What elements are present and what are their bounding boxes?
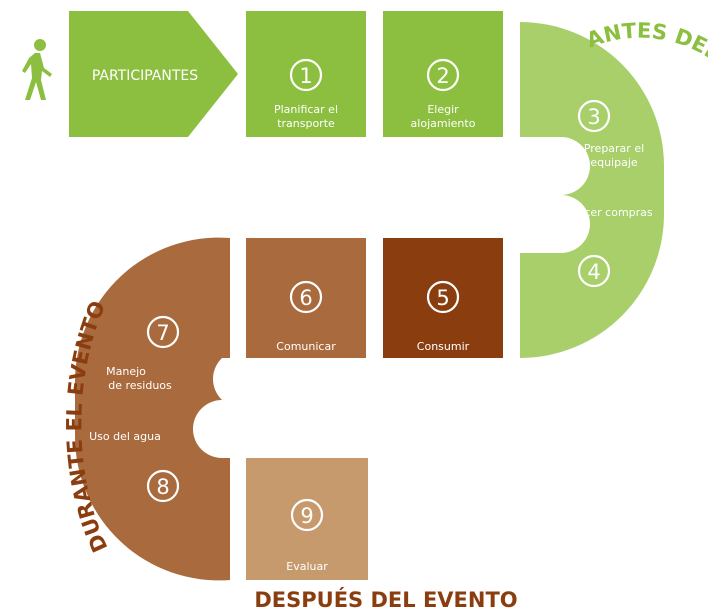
step-3-box[interactable] — [520, 22, 664, 195]
step-4-number-icon: 4 — [577, 254, 611, 288]
step-6-label-line-1: Comunicar — [276, 340, 336, 353]
step-8-box[interactable] — [74, 400, 230, 581]
step-3-number-icon: 3 — [577, 99, 611, 133]
step-3-label-line-2: equipaje — [590, 156, 638, 169]
step-2-box[interactable] — [383, 11, 503, 137]
step-5-label-line-1: Consumir — [417, 340, 470, 353]
step-4-number: 4 — [587, 260, 600, 284]
step-1-label-line-1: Planificar el — [274, 103, 338, 116]
step-2-label-line-2: alojamiento — [411, 117, 476, 130]
step-1-number: 1 — [299, 64, 312, 88]
step-7-box[interactable] — [74, 237, 230, 400]
step-2-label-line-1: Elegir — [427, 103, 459, 116]
step-5-box[interactable] — [383, 238, 503, 358]
step-8-number: 8 — [156, 475, 169, 499]
step-9-number-icon: 9 — [290, 498, 324, 532]
step-1-number-icon: 1 — [289, 58, 323, 92]
phase-label-after: DESPUÉS DEL EVENTO — [254, 587, 517, 612]
step-2-number-icon: 2 — [426, 58, 460, 92]
step-7-number-icon: 7 — [146, 315, 180, 349]
step-8-number-icon: 8 — [146, 469, 180, 503]
participants-label: PARTICIPANTES — [92, 68, 198, 84]
step-3-number: 3 — [587, 105, 600, 129]
step-7-number: 7 — [156, 321, 169, 345]
step-9-box[interactable] — [246, 458, 368, 580]
step-5-number-icon: 5 — [426, 280, 460, 314]
step-4-label-line-1: Hacer compras — [569, 206, 653, 219]
step-5-number: 5 — [436, 286, 449, 310]
step-2-number: 2 — [436, 64, 449, 88]
step-6-number-icon: 6 — [289, 280, 323, 314]
participants-arrow — [69, 11, 238, 137]
step-1-box[interactable] — [246, 11, 366, 137]
step-9-number: 9 — [300, 504, 313, 528]
step-6-box[interactable] — [246, 238, 366, 358]
step-3-label-line-1: Preparar el — [584, 142, 644, 155]
step-7-label-line-1: Manejo — [106, 365, 146, 378]
step-9-label-line-1: Evaluar — [286, 560, 328, 573]
step-8-label-line-1: Uso del agua — [89, 430, 161, 443]
step-4-box[interactable] — [520, 195, 664, 358]
step-6-number: 6 — [299, 286, 312, 310]
step-1-label-line-2: transporte — [277, 117, 335, 130]
walking-person-icon — [22, 39, 52, 100]
step-7-label-line-2: de residuos — [108, 379, 172, 392]
